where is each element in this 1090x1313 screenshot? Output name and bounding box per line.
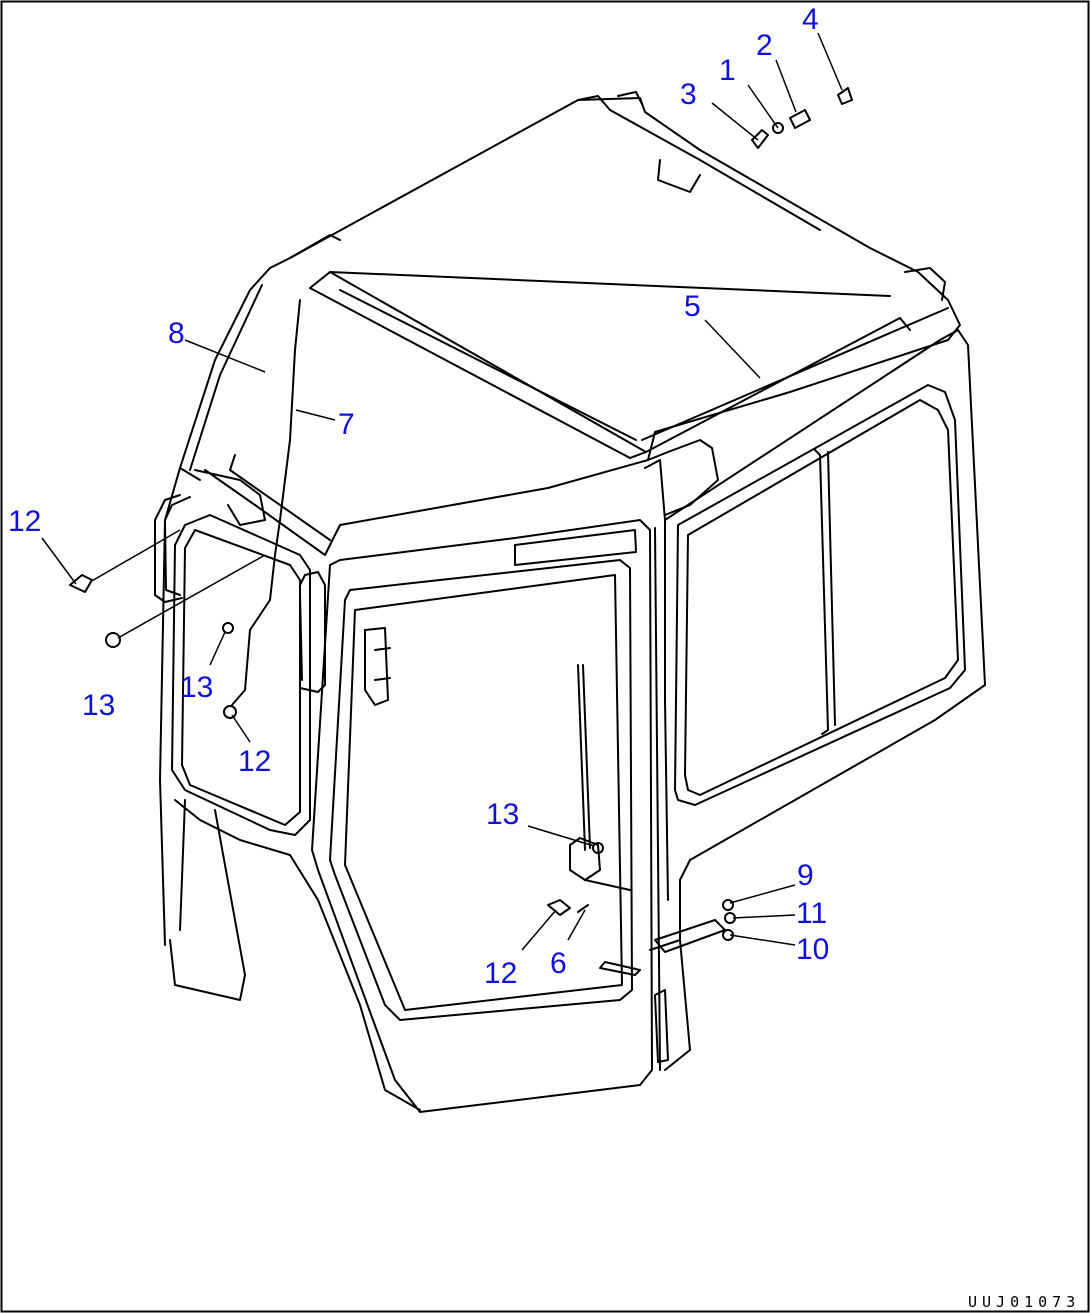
callout-11: 11 bbox=[796, 897, 827, 930]
wiring-harness bbox=[229, 299, 301, 706]
callout-8: 8 bbox=[168, 317, 185, 350]
callout-6: 6 bbox=[550, 947, 567, 980]
right-side-panel bbox=[647, 329, 986, 941]
callout-12-window: 12 bbox=[238, 745, 271, 778]
callouts: 1 2 3 4 5 6 7 8 9 10 11 12 12 12 13 13 1… bbox=[8, 3, 829, 990]
leader-lines bbox=[41, 32, 843, 951]
front-door bbox=[311, 519, 653, 1113]
left-side-window bbox=[171, 514, 311, 836]
wipers bbox=[569, 664, 631, 891]
drawing-code: UUJ01073 bbox=[968, 1293, 1080, 1311]
callout-1: 1 bbox=[719, 54, 736, 87]
roof-panel bbox=[204, 91, 961, 556]
handrails bbox=[154, 494, 326, 693]
cab-front-frame bbox=[159, 267, 421, 1111]
callout-2: 2 bbox=[756, 29, 773, 62]
callout-10: 10 bbox=[796, 933, 829, 966]
callout-3: 3 bbox=[680, 78, 697, 111]
callout-12-left: 12 bbox=[8, 505, 41, 538]
callout-4: 4 bbox=[802, 3, 819, 36]
callout-12-door: 12 bbox=[484, 957, 517, 990]
fasteners bbox=[69, 87, 853, 976]
callout-13-left: 13 bbox=[82, 689, 115, 722]
callout-5: 5 bbox=[684, 290, 701, 323]
callout-7: 7 bbox=[338, 408, 355, 441]
callout-13-window: 13 bbox=[180, 671, 213, 704]
callout-9: 9 bbox=[797, 859, 814, 892]
callout-13-door: 13 bbox=[486, 798, 519, 831]
